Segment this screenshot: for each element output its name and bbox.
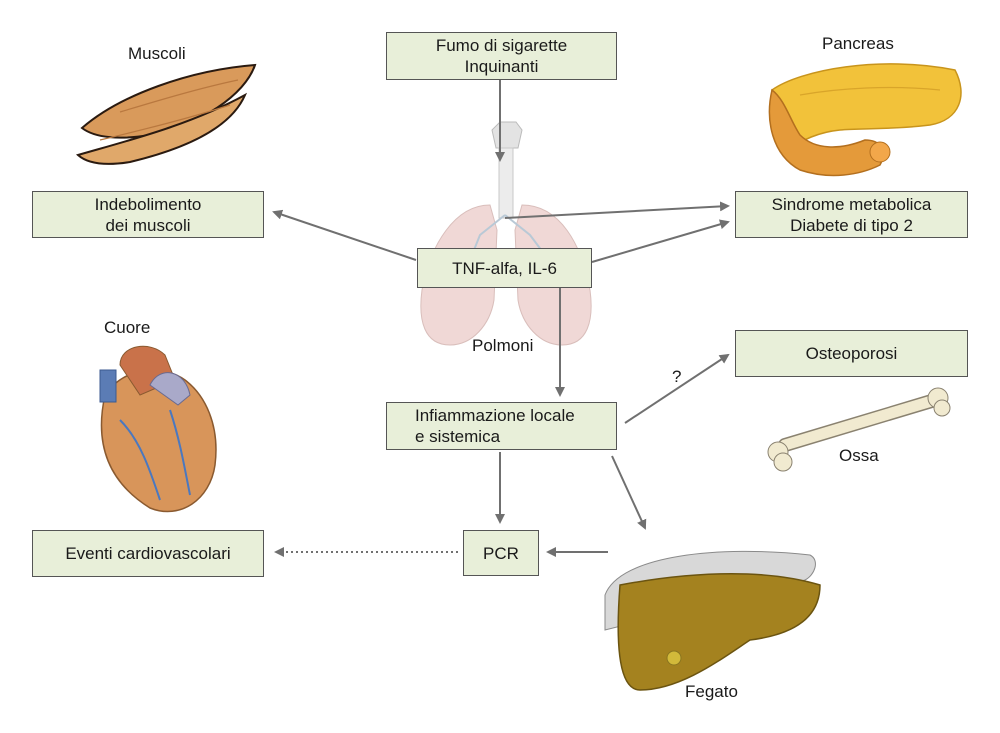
- label-question: ?: [672, 367, 682, 386]
- cardio-box-text: Eventi cardiovascolari: [65, 544, 231, 563]
- muscle-box-line1: Indebolimento: [94, 194, 202, 214]
- muscle-box-line2: dei muscoli: [105, 215, 191, 235]
- inflammation-box-line2: e sistemica: [415, 427, 501, 446]
- pcr-box: PCR: [463, 530, 539, 576]
- label-muscoli: Muscoli: [128, 44, 186, 63]
- osteo-box-text: Osteoporosi: [805, 344, 898, 363]
- cytokine-box: TNF-alfa, IL-6: [417, 248, 592, 288]
- pcr-box-text: PCR: [483, 543, 519, 563]
- metabolic-box-line2: Diabete di tipo 2: [790, 215, 913, 235]
- cytokine-box-text: TNF-alfa, IL-6: [452, 258, 557, 278]
- muscle-illustration: [75, 63, 257, 165]
- source-box-line1: Fumo di sigarette: [435, 36, 568, 55]
- arrow-lung-to-metabolic: [504, 201, 730, 219]
- arrow-inflammation-to-liver: [611, 455, 647, 530]
- inflammation-box-line1: Infiammazione locale: [415, 406, 575, 425]
- arrow-cytokine-to-muscle: [272, 209, 417, 261]
- lungs-illustration: [420, 121, 592, 346]
- label-fegato: Fegato: [685, 682, 738, 701]
- metabolic-box-line1: Sindrome metabolica: [771, 194, 932, 214]
- label-ossa: Ossa: [839, 446, 879, 465]
- label-cuore: Cuore: [104, 318, 151, 337]
- arrow-cytokine-to-metabolic: [591, 219, 730, 263]
- pancreas-illustration: [768, 63, 962, 177]
- cardio-box: Eventi cardiovascolari: [32, 530, 264, 577]
- label-pancreas: Pancreas: [822, 34, 894, 53]
- liver-illustration: [604, 550, 821, 691]
- inflammation-box: Infiammazione locale e sistemica: [386, 402, 617, 450]
- bone-illustration: [767, 387, 951, 472]
- label-polmoni: Polmoni: [472, 336, 534, 355]
- source-box: Fumo di sigarette Inquinanti: [386, 32, 617, 80]
- source-box-line2: Inquinanti: [464, 57, 539, 76]
- metabolic-box: Sindrome metabolica Diabete di tipo 2: [735, 191, 968, 238]
- heart-illustration: [99, 345, 217, 513]
- muscle-box: Indebolimento dei muscoli: [32, 191, 264, 238]
- arrow-inflammation-to-osteo: [624, 353, 730, 424]
- osteo-box: Osteoporosi: [735, 330, 968, 377]
